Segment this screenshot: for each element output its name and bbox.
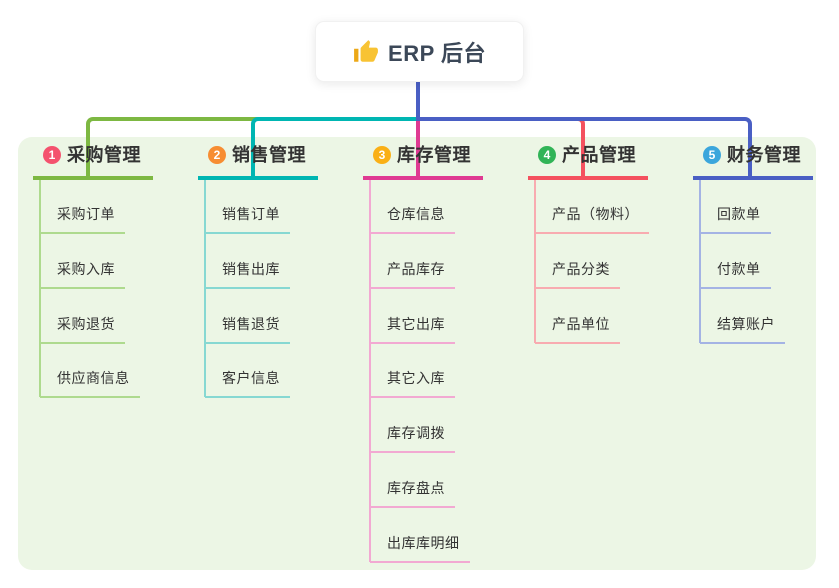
leaf-node[interactable]: 结算账户 [700, 315, 785, 344]
leaf-label: 产品分类 [552, 261, 610, 277]
branch-label: 产品管理 [562, 145, 636, 165]
mindmap-canvas [18, 137, 816, 570]
branch-trunk-line [369, 180, 371, 562]
leaf-node[interactable]: 产品（物料） [535, 205, 649, 234]
leaf-label: 销售出库 [222, 261, 280, 277]
leaf-node[interactable]: 采购订单 [40, 205, 125, 234]
leaf-node[interactable]: 库存盘点 [370, 479, 455, 508]
leaf-label: 采购订单 [57, 206, 115, 222]
leaf-label: 产品单位 [552, 316, 610, 332]
branch-label: 销售管理 [232, 145, 306, 165]
leaf-label: 采购入库 [57, 261, 115, 277]
branch-node-5[interactable]: 5 财务管理 [693, 143, 813, 180]
branch-node-3[interactable]: 3 库存管理 [363, 143, 483, 180]
leaf-label: 客户信息 [222, 370, 280, 386]
leaf-label: 付款单 [717, 261, 761, 277]
branch-node-2[interactable]: 2 销售管理 [198, 143, 318, 180]
leaf-label: 供应商信息 [57, 370, 130, 386]
leaf-node[interactable]: 回款单 [700, 205, 771, 234]
branch-number-badge: 5 [703, 146, 721, 164]
branch-node-1[interactable]: 1 采购管理 [33, 143, 153, 180]
leaf-node[interactable]: 销售出库 [205, 260, 290, 289]
leaf-node[interactable]: 供应商信息 [40, 369, 140, 398]
leaf-label: 产品库存 [387, 261, 445, 277]
branch-number-badge: 1 [43, 146, 61, 164]
branch-trunk-line [699, 180, 701, 343]
root-node[interactable]: ERP 后台 [315, 21, 524, 82]
thumbs-up-icon [354, 39, 378, 62]
branch-label: 财务管理 [727, 145, 801, 165]
leaf-node[interactable]: 产品库存 [370, 260, 455, 289]
leaf-node[interactable]: 销售订单 [205, 205, 290, 234]
connector-branch-3 [416, 117, 420, 178]
leaf-node[interactable]: 产品单位 [535, 315, 620, 344]
leaf-label: 库存调拨 [387, 425, 445, 441]
branch-number-badge: 3 [373, 146, 391, 164]
leaf-node[interactable]: 其它入库 [370, 369, 455, 398]
leaf-label: 结算账户 [717, 316, 775, 332]
leaf-node[interactable]: 仓库信息 [370, 205, 455, 234]
leaf-label: 销售退货 [222, 316, 280, 332]
leaf-node[interactable]: 采购退货 [40, 315, 125, 344]
branch-label: 库存管理 [397, 145, 471, 165]
connector-branch-2 [251, 117, 418, 178]
leaf-node[interactable]: 库存调拨 [370, 424, 455, 453]
leaf-label: 产品（物料） [552, 206, 639, 222]
branch-trunk-line [534, 180, 536, 343]
leaf-node[interactable]: 付款单 [700, 260, 771, 289]
leaf-node[interactable]: 其它出库 [370, 315, 455, 344]
leaf-label: 采购退货 [57, 316, 115, 332]
branch-number-badge: 2 [208, 146, 226, 164]
connector-branch-5 [418, 117, 752, 178]
leaf-node[interactable]: 出库库明细 [370, 534, 470, 563]
leaf-node[interactable]: 销售退货 [205, 315, 290, 344]
leaf-node[interactable]: 产品分类 [535, 260, 620, 289]
leaf-node[interactable]: 客户信息 [205, 369, 290, 398]
leaf-label: 仓库信息 [387, 206, 445, 222]
leaf-label: 库存盘点 [387, 480, 445, 496]
root-title: ERP 后台 [388, 40, 486, 66]
leaf-node[interactable]: 采购入库 [40, 260, 125, 289]
leaf-label: 出库库明细 [387, 535, 460, 551]
leaf-label: 其它入库 [387, 370, 445, 386]
branch-label: 采购管理 [67, 145, 141, 165]
leaf-label: 其它出库 [387, 316, 445, 332]
leaf-label: 回款单 [717, 206, 761, 222]
leaf-label: 销售订单 [222, 206, 280, 222]
branch-node-4[interactable]: 4 产品管理 [528, 143, 648, 180]
root-stem-connector [416, 82, 420, 121]
branch-number-badge: 4 [538, 146, 556, 164]
